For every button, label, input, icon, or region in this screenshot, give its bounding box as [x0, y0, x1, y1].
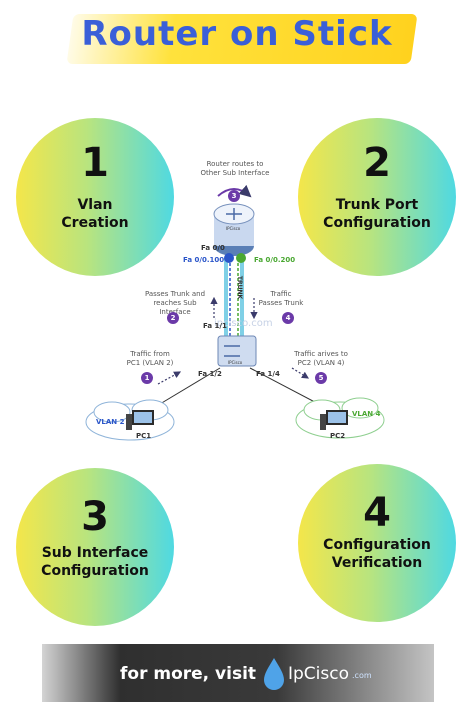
traffic-from-note: Traffic from PC1 (VLAN 2) — [120, 350, 180, 368]
step-label-1-line1: Vlan — [77, 197, 113, 213]
footer-logo-suffix[interactable]: .com — [352, 671, 372, 680]
step-label-2-line2: Configuration — [323, 215, 431, 231]
fa00-label: Fa 0/0 — [201, 244, 225, 252]
footer-logo-text[interactable]: IpCisco — [288, 664, 350, 684]
trunk-label: TRUNK — [236, 275, 244, 300]
traffic-passes-line1: Traffic — [270, 290, 292, 298]
fa12-label: Fa 1/2 — [198, 370, 222, 378]
router-rotate-arc — [217, 184, 252, 198]
step-marker-5: 5 — [315, 372, 327, 384]
page-title: Router on Stick — [81, 14, 393, 54]
fa00-100-label: Fa 0/0.100 — [183, 256, 225, 264]
ipcisco-logo-icon — [264, 658, 284, 690]
pc1-icon — [126, 410, 154, 430]
fa00-200-label: Fa 0/0.200 — [254, 256, 296, 264]
step-circle-2 — [298, 118, 456, 276]
traffic-arrives-line1: Traffic arives to — [294, 350, 348, 358]
step-marker-1: 1 — [141, 372, 153, 384]
step-label-3-line2: Configuration — [41, 563, 149, 579]
footer-bar — [42, 644, 434, 702]
step-number-1: 1 — [81, 140, 109, 186]
router-label: IPCisco — [226, 226, 241, 231]
traffic-from-line1: Traffic from — [130, 350, 170, 358]
step-label-4-line2: Verification — [331, 555, 423, 571]
traffic-passes-line2: Passes Trunk — [258, 299, 304, 307]
switch-label: IPCisco — [228, 360, 243, 365]
step-circle-1 — [16, 118, 174, 276]
fa11-label: Fa 1/1 — [203, 322, 227, 330]
step-marker-3: 3 — [228, 190, 240, 202]
step-number-4: 4 — [363, 490, 391, 536]
pc2-label: PC2 — [330, 432, 346, 440]
step-label-4: Configuration Verification — [298, 536, 456, 572]
vlan4-label: VLAN 4 — [352, 410, 381, 418]
step-label-1-line2: Creation — [61, 215, 129, 231]
footer-text: for more, visit — [120, 664, 257, 684]
step-marker-4: 4 — [282, 312, 294, 324]
step-label-3-line1: Sub Interface — [41, 545, 149, 561]
step-marker-2: 2 — [167, 312, 179, 324]
pc2-icon — [320, 410, 348, 430]
pc1-label: PC1 — [136, 432, 152, 440]
passes-trunk-line1: Passes Trunk and — [144, 290, 206, 298]
step-number-3: 3 — [81, 494, 109, 540]
step-number-2: 2 — [363, 140, 391, 186]
trunk-link — [224, 258, 244, 340]
step-label-2-line1: Trunk Port — [335, 197, 419, 213]
traffic-arrives-note: Traffic arives to PC2 (VLAN 4) — [288, 350, 354, 368]
router-note: Router routes to Other Sub Interface — [196, 160, 274, 178]
step-circle-3 — [16, 468, 174, 626]
switch-icon — [217, 335, 257, 367]
router-note-line2: Other Sub Interface — [200, 169, 270, 177]
traffic-from-line2: PC1 (VLAN 2) — [126, 359, 174, 367]
router-note-line1: Router routes to — [206, 160, 264, 168]
traffic-arrives-line2: PC2 (VLAN 4) — [297, 359, 345, 367]
fa14-label: Fa 1/4 — [256, 370, 280, 378]
step-label-2: Trunk Port Configuration — [298, 196, 456, 232]
traffic-passes-note: Traffic Passes Trunk — [256, 290, 306, 308]
step-label-1: Vlan Creation — [16, 196, 174, 232]
step-label-3: Sub Interface Configuration — [16, 544, 174, 580]
arrow-traffic-arrives — [291, 367, 310, 379]
arrow-traffic-from — [157, 371, 182, 385]
vlan2-label: VLAN 2 — [96, 418, 125, 426]
subif-200-dot — [236, 253, 246, 263]
subif-100-dot — [224, 253, 234, 263]
step-circle-4 — [298, 464, 456, 622]
step-label-4-line1: Configuration — [323, 537, 431, 553]
router-icon — [213, 203, 255, 256]
watermark: ipcisco.com — [214, 318, 273, 329]
